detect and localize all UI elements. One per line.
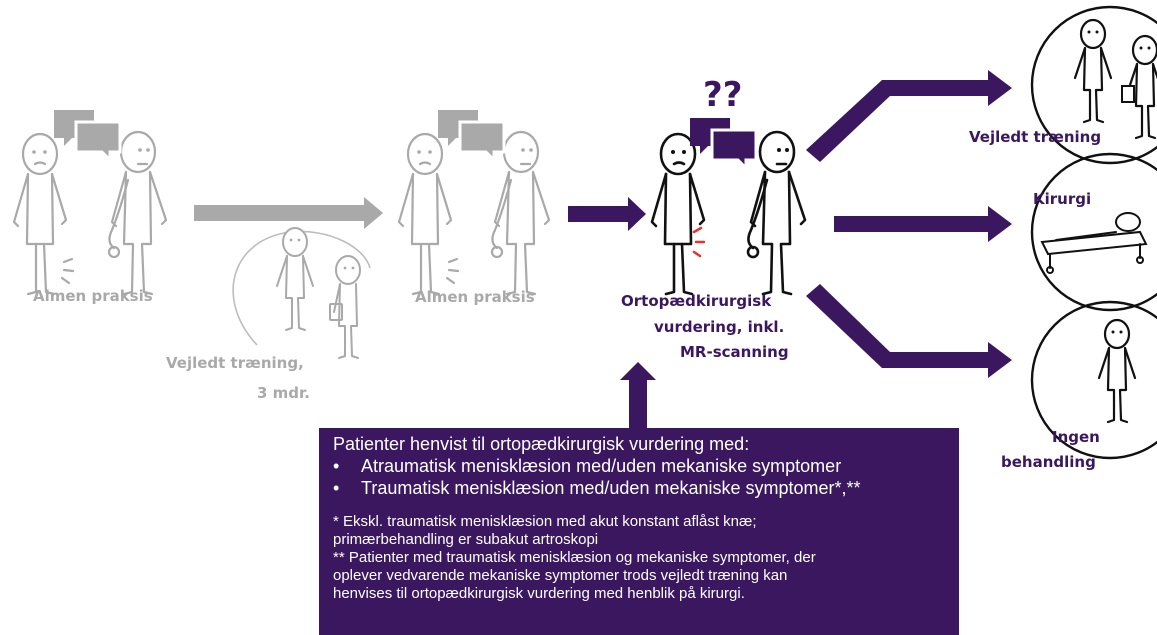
gp1-speech-bubbles-icon (52, 108, 122, 162)
criteria-bullet-1: • Atraumatisk menisklæsion med/uden meka… (333, 455, 959, 477)
bullet-dot: • (333, 478, 340, 498)
arrow-to-surgery (834, 206, 1012, 242)
footnote-2-line-1: ** Patienter med traumatisk menisklæsion… (333, 549, 816, 566)
gp1-patient-figure (12, 132, 75, 296)
outcome-training-patient-figure (1073, 18, 1113, 124)
outcome-training-label: Vejledt træning (969, 128, 1102, 146)
ortho-label-2: vurdering, inkl. (654, 318, 785, 336)
hospital-bed-icon (1040, 212, 1148, 274)
criteria-bullet-text: Atraumatisk menisklæsion med/uden mekani… (361, 456, 842, 476)
footnote-1-line-2: primærbehandling er subakut artroskopi (333, 531, 599, 548)
outcome-none-circle (1030, 300, 1157, 460)
outcome-none-label-1: Ingen (1052, 428, 1100, 446)
outcome-surgery-circle (1030, 152, 1157, 312)
gp2-speech-bubbles-icon (436, 108, 506, 162)
arrow-to-no-treatment (806, 284, 1012, 378)
question-marks: ?? (703, 75, 742, 115)
footnote-2-line-3: henvises til ortopædkirurgisk vurdering … (333, 585, 745, 602)
criteria-bullet-text: Traumatisk menisklæsion med/uden mekanis… (361, 478, 861, 498)
criteria-bullet-2: • Traumatisk menisklæsion med/uden mekan… (333, 477, 959, 499)
outcome-none-figure (1097, 318, 1137, 424)
gp2-patient-figure (397, 132, 460, 296)
outcome-training-circle (1030, 5, 1157, 165)
ortho-patient-figure (650, 132, 706, 296)
gp2-doctor-figure (490, 130, 551, 296)
outcome-none-label-2: behandling (1001, 453, 1096, 471)
footnote-1-line-1: * Ekskl. traumatisk menisklæsion med aku… (333, 513, 757, 530)
clipboard-icon (1121, 85, 1135, 103)
loop-patient-figure (276, 227, 314, 331)
footnote-2-line-2: oplever vedvarende mekaniske symptomer t… (333, 567, 788, 584)
arrow-to-training (806, 70, 1012, 162)
up-arrow-icon (620, 362, 656, 428)
training-loop-label-2: 3 mdr. (257, 384, 310, 402)
criteria-box: Patienter henvist til ortopædkirurgisk v… (319, 428, 959, 635)
training-loop-label-1: Vejledt træning, (166, 354, 304, 372)
ortho-speech-bubbles-icon (688, 116, 758, 170)
gp2-label: Almen praksis (415, 288, 535, 306)
gp1-label: Almen praksis (33, 287, 153, 305)
bullet-dot: • (333, 456, 340, 476)
loop-coach-figure (329, 255, 361, 359)
gray-arrow-icon (194, 197, 383, 229)
knee-pain-marks (692, 226, 706, 258)
purple-arrow-icon (568, 197, 646, 231)
criteria-title: Patienter henvist til ortopædkirurgisk v… (333, 434, 750, 454)
training-loop-arc (232, 230, 371, 346)
outcome-surgery-label: Kirurgi (1033, 190, 1092, 208)
ortho-label-3: MR-scanning (680, 343, 789, 361)
ortho-label-1: Ortopædkirurgisk (621, 292, 772, 310)
gp1-doctor-figure (107, 130, 168, 296)
